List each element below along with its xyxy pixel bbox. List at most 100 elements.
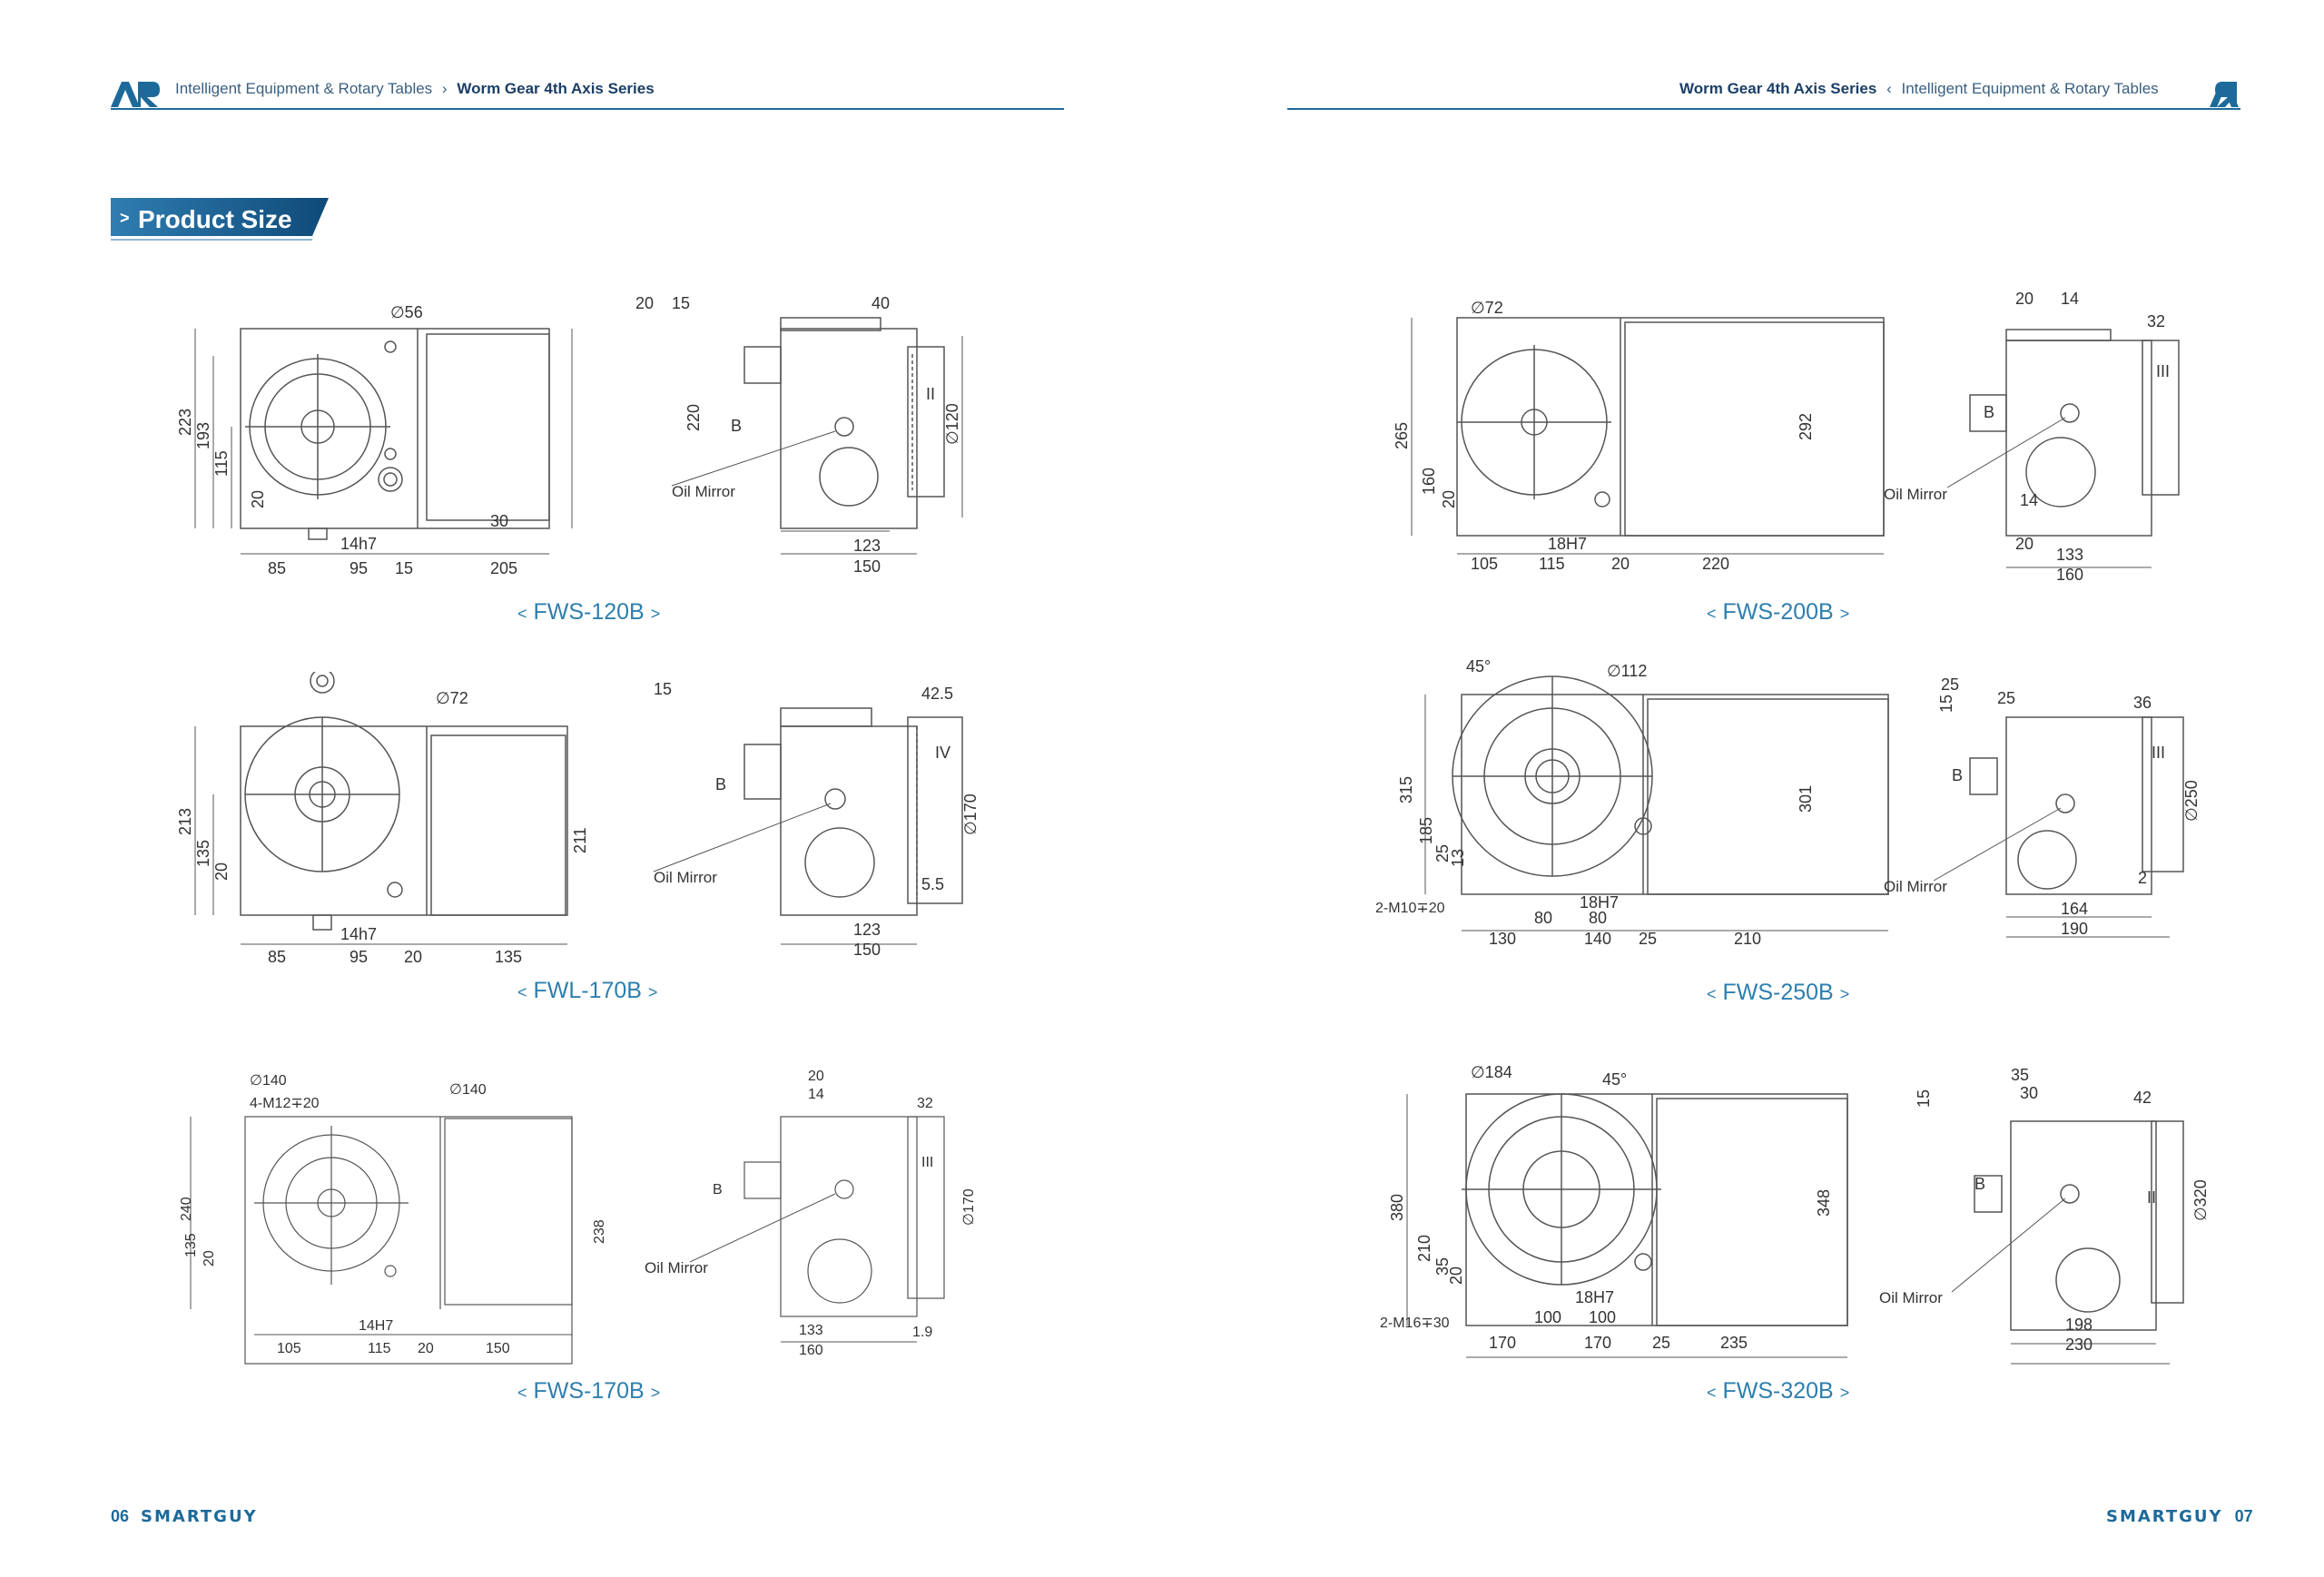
svg-text:20: 20 [404,948,422,966]
svg-text:∅56: ∅56 [390,303,423,321]
brand-logo-right [2188,80,2239,113]
svg-text:III: III [921,1155,933,1170]
caption-fws120b: < FWS-120B > [517,599,661,625]
header-left-breadcrumb: Intelligent Equipment & Rotary Tables › … [175,80,655,98]
svg-text:15: 15 [672,294,690,312]
section-tag-product-size: > Product Size [111,198,329,241]
svg-text:205: 205 [490,559,517,577]
svg-text:160: 160 [799,1343,823,1358]
svg-text:193: 193 [194,422,212,449]
svg-text:45°: 45° [1466,658,1491,675]
svg-text:15: 15 [395,559,413,577]
caption-fws200b: < FWS-200B > [1707,599,1850,625]
svg-text:240: 240 [179,1197,194,1221]
svg-text:20: 20 [202,1250,217,1267]
svg-text:5.5: 5.5 [921,875,944,893]
svg-text:135: 135 [183,1233,199,1257]
svg-text:123: 123 [853,921,881,939]
svg-text:160: 160 [1420,468,1438,495]
svg-text:348: 348 [1815,1189,1833,1217]
svg-text:III: III [2156,362,2170,380]
svg-text:380: 380 [1388,1194,1406,1221]
svg-text:∅72: ∅72 [436,689,468,707]
svg-text:20: 20 [2015,290,2034,308]
svg-text:85: 85 [268,559,286,577]
svg-text:14H7: 14H7 [359,1318,393,1334]
svg-text:160: 160 [2056,566,2083,584]
svg-text:220: 220 [684,404,703,431]
svg-text:235: 235 [1720,1334,1748,1352]
svg-text:133: 133 [799,1323,823,1338]
svg-text:230: 230 [2065,1336,2093,1354]
svg-text:170: 170 [1489,1334,1516,1352]
svg-text:150: 150 [486,1341,510,1356]
svg-text:32: 32 [917,1096,933,1111]
svg-text:115: 115 [1539,555,1565,573]
svg-text:150: 150 [853,557,881,576]
svg-text:133: 133 [2056,546,2083,564]
svg-text:35: 35 [2011,1066,2029,1084]
svg-text:∅320: ∅320 [2191,1179,2210,1221]
footer-right-page: 07 [2234,1507,2253,1525]
svg-text:∅140: ∅140 [449,1082,487,1098]
oil-mirror-label-2: Oil Mirror [654,869,717,886]
svg-text:∅170: ∅170 [961,793,980,835]
footer-left-brand: SMARTGUY [141,1507,258,1526]
svg-text:B: B [1952,766,1963,784]
svg-text:292: 292 [1797,413,1815,440]
svg-text:∅184: ∅184 [1471,1063,1512,1081]
svg-text:265: 265 [1393,422,1411,449]
svg-text:123: 123 [853,537,881,555]
footer-left-page: 06 [111,1507,130,1525]
svg-text:213: 213 [176,808,194,835]
svg-text:223: 223 [176,409,194,436]
caption-fws170b: < FWS-170B > [517,1378,661,1404]
svg-text:40: 40 [872,294,890,312]
svg-text:220: 220 [1702,555,1729,573]
svg-text:B: B [1974,1175,1985,1193]
caption-fws320b: < FWS-320B > [1707,1378,1850,1404]
svg-text:170: 170 [1584,1334,1611,1352]
oil-mirror-label-3: Oil Mirror [645,1259,708,1276]
svg-text:210: 210 [1415,1235,1433,1262]
svg-text:20: 20 [1611,555,1630,573]
svg-text:42.5: 42.5 [921,685,953,703]
caption-fws320b-text: FWS-320B [1722,1378,1834,1404]
svg-text:14: 14 [2061,290,2079,308]
svg-text:315: 315 [1397,776,1415,803]
svg-text:18H7: 18H7 [1580,893,1619,912]
svg-text:15: 15 [1937,695,1955,713]
svg-text:∅112: ∅112 [1607,662,1647,680]
svg-text:211: 211 [571,827,589,853]
svg-text:B: B [1984,403,1994,421]
svg-text:∅72: ∅72 [1471,299,1503,317]
caption-fws200b-text: FWS-200B [1722,599,1834,625]
svg-text:15: 15 [654,680,672,698]
caption-fws120b-text: FWS-120B [533,599,645,625]
oil-mirror-label-6: Oil Mirror [1879,1289,1943,1306]
svg-text:25: 25 [1433,844,1452,862]
svg-text:II: II [926,385,935,403]
svg-text:4-M12∓20: 4-M12∓20 [250,1096,320,1111]
svg-text:42: 42 [2133,1089,2152,1107]
svg-text:130: 130 [1489,930,1516,948]
svg-text:∅170: ∅170 [961,1188,977,1226]
svg-text:140: 140 [1584,930,1611,948]
svg-text:13: 13 [1449,849,1467,867]
footer-right-brand: SMARTGUY [2106,1507,2223,1526]
header-left-category: Intelligent Equipment & Rotary Tables [175,80,433,97]
header-right-rule [1287,108,2240,110]
svg-text:IV: IV [935,744,950,762]
svg-text:20: 20 [2015,535,2034,553]
svg-text:210: 210 [1734,930,1761,948]
svg-text:135: 135 [194,840,212,867]
svg-text:35: 35 [1433,1257,1452,1276]
svg-text:25: 25 [1639,930,1657,948]
svg-text:1.9: 1.9 [912,1325,932,1340]
caption-fws170b-text: FWS-170B [533,1378,645,1404]
